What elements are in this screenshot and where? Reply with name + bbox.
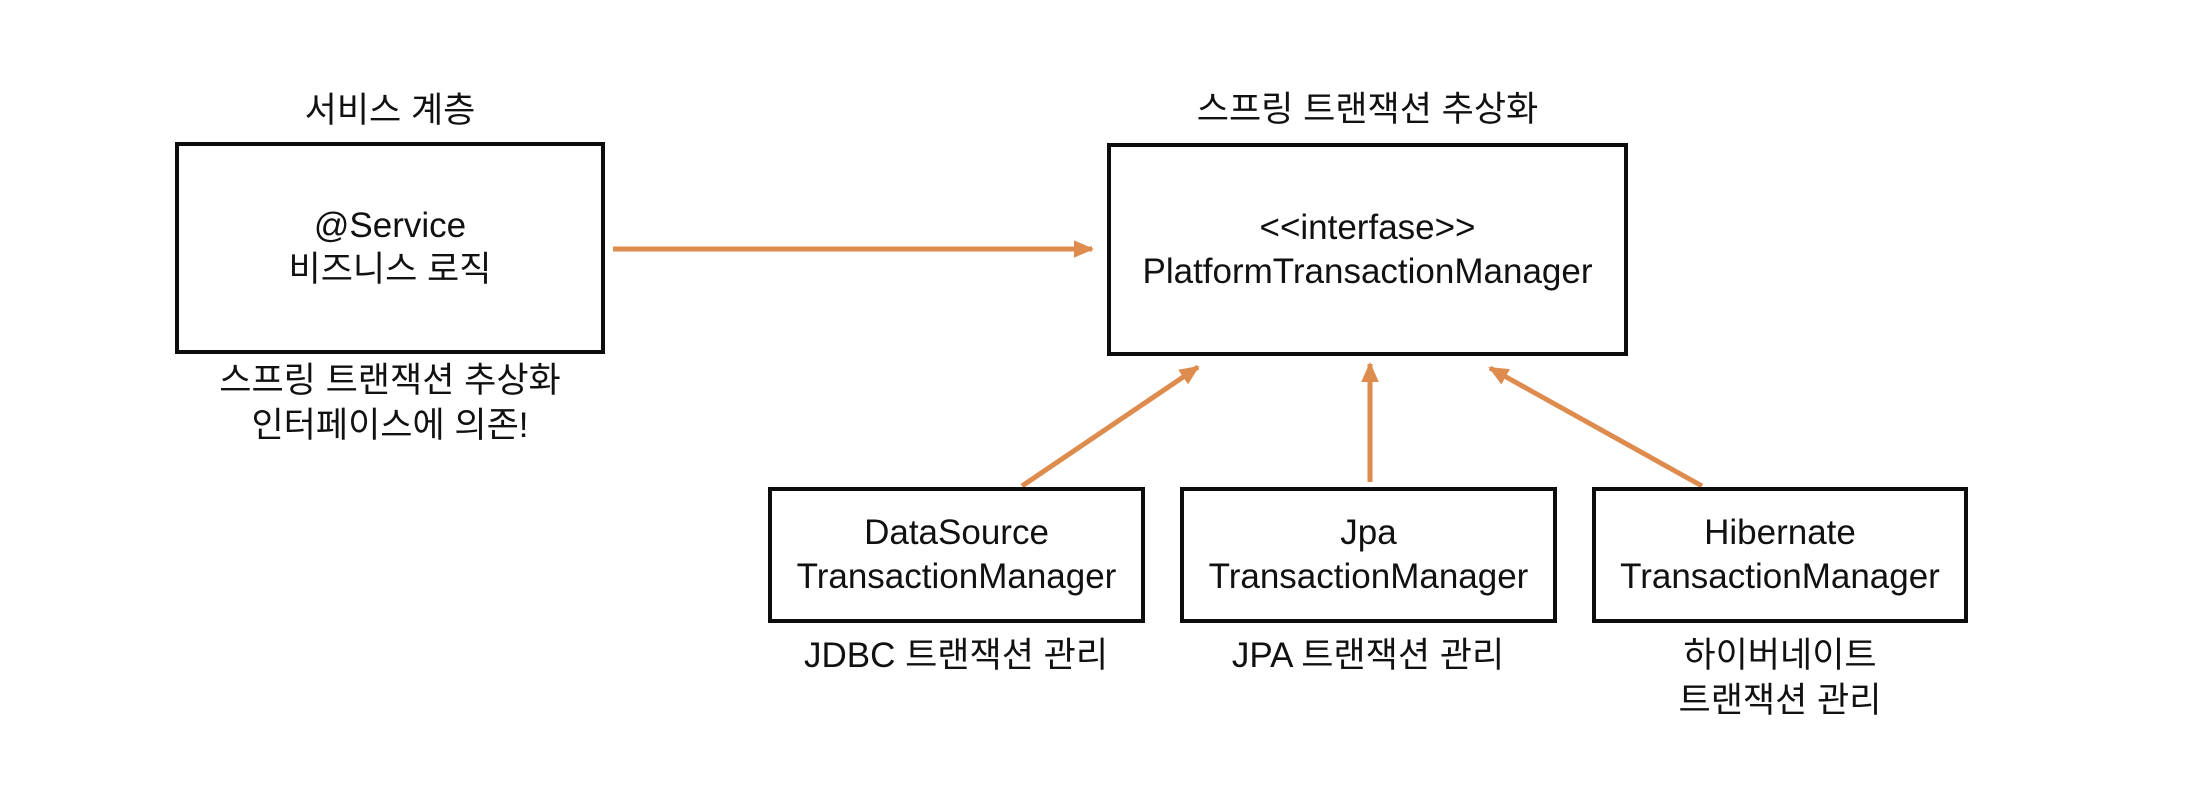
service-box: @Service 비즈니스 로직 — [175, 142, 605, 354]
jpa-box-line1: Jpa — [1340, 513, 1397, 552]
interface-name: PlatformTransactionManager — [1142, 251, 1593, 291]
datasource-box-line2: TransactionManager — [796, 557, 1117, 596]
service-caption-line2: 인터페이스에 의존! — [251, 406, 529, 445]
datasource-box: DataSource TransactionManager — [768, 487, 1145, 623]
abstraction-title: 스프링 트랜잭션 추상화 — [1196, 90, 1539, 129]
datasource-caption: JDBC 트랜잭션 관리 — [803, 636, 1109, 675]
hibernate-box-line1: Hibernate — [1704, 513, 1856, 552]
hibernate-caption-line2: 트랜잭션 관리 — [1678, 681, 1882, 720]
hibernate-box-line2: TransactionManager — [1620, 557, 1940, 596]
hibernate-box: Hibernate TransactionManager — [1592, 487, 1968, 623]
hibernate-caption-line1: 하이버네이트 — [1683, 636, 1877, 675]
jpa-box: Jpa TransactionManager — [1180, 487, 1557, 623]
impl-arrow-hibernate — [1488, 365, 1704, 489]
service-caption-line1: 스프링 트랜잭션 추상화 — [219, 361, 561, 400]
service-annotation: @Service — [313, 206, 467, 245]
service-caption: 스프링 트랜잭션 추상화 인터페이스에 의존! — [100, 358, 680, 448]
interface-box: <<interfase>> PlatformTransactionManager — [1107, 143, 1628, 356]
jpa-caption: JPA 트랜잭션 관리 — [1231, 636, 1505, 675]
jpa-box-line2: TransactionManager — [1208, 557, 1529, 596]
datasource-box-line1: DataSource — [864, 513, 1049, 552]
service-box-label: 비즈니스 로직 — [288, 250, 492, 289]
service-layer-title: 서비스 계층 — [304, 91, 476, 130]
interface-stereotype: <<interfase>> — [1259, 207, 1476, 247]
impl-arrow-datasource — [1020, 364, 1200, 489]
hibernate-caption: 하이버네이트 트랜잭션 관리 — [1540, 633, 2020, 723]
